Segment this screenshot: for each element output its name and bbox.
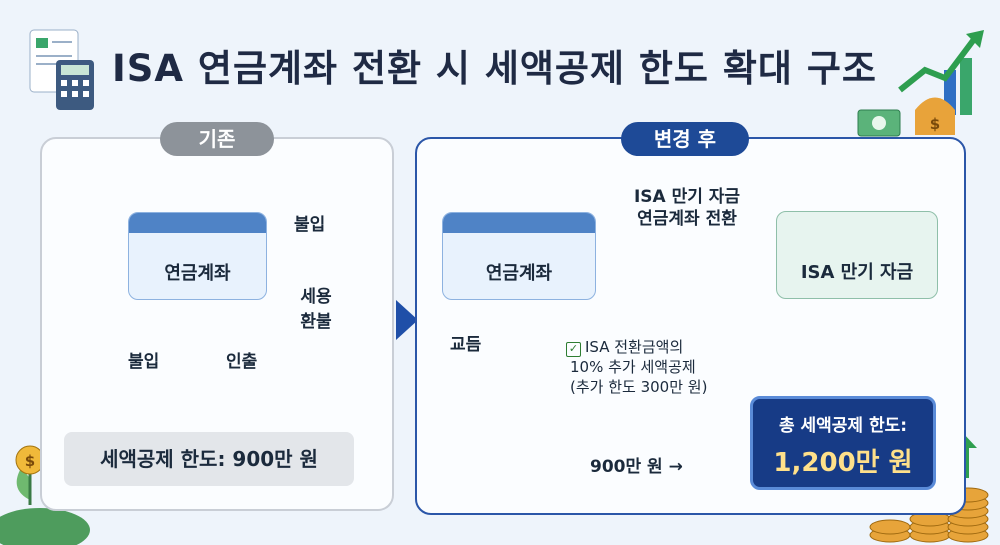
transfer-line1: ISA 만기 자금 [633,187,741,207]
total-limit-label: 총 세액공제 한도: [778,416,908,436]
total-limit-box: 총 세액공제 한도: 1,200만 원 [750,396,936,490]
note-line3: (추가 한도 300만 원) [570,378,708,396]
pension-account-card: 연금계좌 [128,212,267,300]
note-line2: 10% 추가 세액공제 [570,358,696,376]
pension-account-card: 연금계좌 [442,212,596,300]
svg-text:$: $ [25,452,35,470]
coins-icon [869,487,989,543]
svg-text:$: $ [930,115,940,133]
before-limit-box: 세액공제 한도: 900만 원 [64,432,354,486]
before-tag: 기존 [160,122,274,156]
tax-refund-line1: 세용 [300,287,332,307]
card-header-spacer [777,212,937,232]
transfer-line2: 연금계좌 전환 [637,209,737,229]
transfer-label: ISA 만기 자금 연금계좌 전환 [612,186,762,230]
note-line1: ISA 전환금액의 [585,338,684,356]
base-amount-label: 900만 원 → [590,457,683,477]
document-calculator-icon [29,29,94,110]
card-header-bar [129,213,266,233]
after-tag: 변경 후 [621,122,749,156]
additional-credit-note: ✓ ISA 전환금액의 10% 추가 세액공제 (추가 한도 300만 원) [566,337,707,397]
page-title: ISA 연금계좌 전환 시 세액공제 한도 확대 구조 [112,47,877,90]
tax-refund-line2: 환불 [300,312,332,332]
deposit-label: 불입 [294,215,326,235]
card-header-bar [443,213,595,233]
isa-fund-card: ISA 만기 자금 [776,211,938,299]
checkbox-icon: ✓ [566,342,581,357]
total-limit-value: 1,200만 원 [773,448,913,478]
plant-coin-icon: $ [0,445,90,545]
transition-arrow-icon [396,300,418,340]
pension-account-label: 연금계좌 [164,263,231,284]
out-label: 인출 [226,352,258,372]
exchange-label: 교듬 [450,335,482,355]
pension-account-label: 연금계좌 [485,263,553,284]
growth-chart-icon: $ [857,30,984,137]
in-label: 불입 [128,352,160,372]
isa-fund-label: ISA 만기 자금 [800,262,914,283]
tax-refund-label: 세용 환불 [292,282,340,332]
